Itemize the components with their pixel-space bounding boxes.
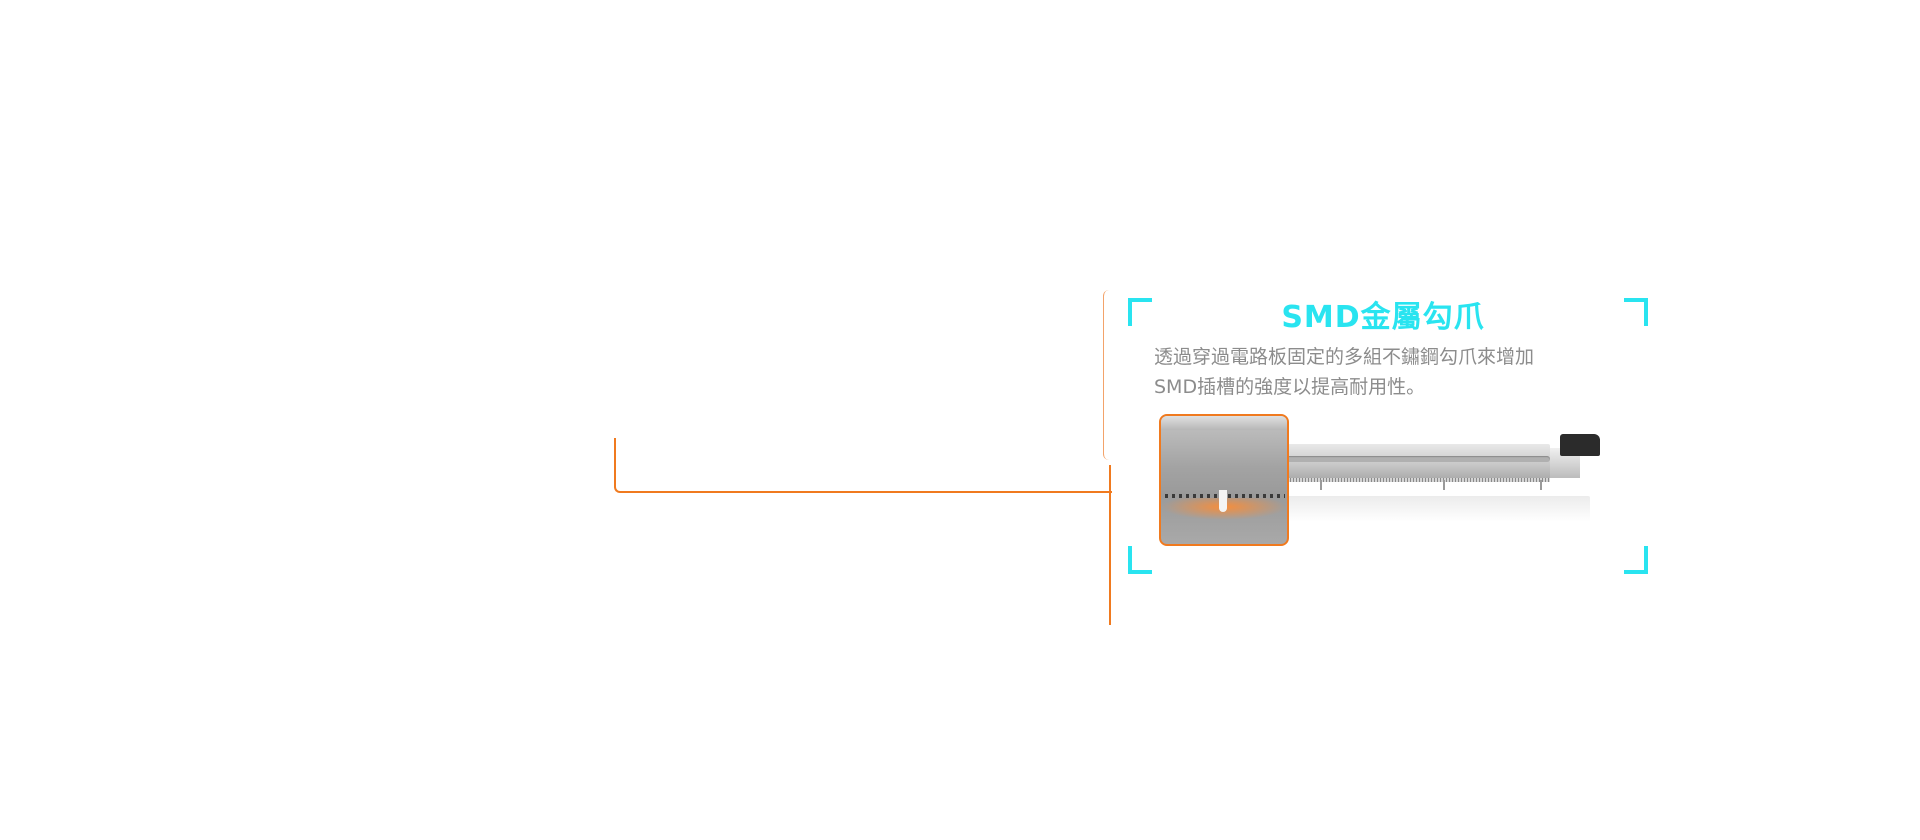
focus-bracket-bottom-left <box>1128 546 1152 574</box>
slot-leg <box>1540 480 1542 490</box>
callout-vertical-line <box>1109 465 1111 625</box>
focus-bracket-bottom-right <box>1624 546 1648 574</box>
focus-bracket-top-left <box>1128 298 1152 326</box>
callout-vertical-accent <box>1103 290 1112 460</box>
slot-pins <box>1260 478 1550 482</box>
feature-title: SMD金屬勾爪 <box>1281 300 1485 335</box>
feature-description-line: 透過穿過電路板固定的多組不鏽鋼勾爪來增加 <box>1154 346 1535 368</box>
slot-latch <box>1560 434 1600 456</box>
metal-hook <box>1219 490 1227 512</box>
focus-bracket-top-right <box>1624 298 1648 326</box>
slot-leg <box>1443 480 1445 490</box>
metal-hook-zoom-inset <box>1159 414 1289 546</box>
feature-description: 透過穿過電路板固定的多組不鏽鋼勾爪來增加 SMD插槽的強度以提高耐用性。 <box>1154 342 1584 402</box>
slot-groove <box>1270 456 1550 462</box>
feature-description-line: SMD插槽的強度以提高耐用性。 <box>1154 376 1426 398</box>
zoom-top-band <box>1161 416 1287 430</box>
slot-leg <box>1320 480 1322 490</box>
slot-body <box>1260 444 1550 480</box>
callout-connector-line <box>614 438 1112 493</box>
slot-reflection <box>1260 496 1590 522</box>
pcie-slot-image <box>1160 430 1600 540</box>
